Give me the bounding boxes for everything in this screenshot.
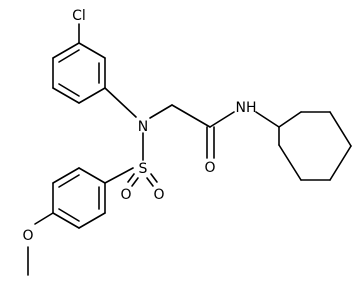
atom-amide-nh-label: NH bbox=[236, 100, 257, 116]
chlorophenyl-ring bbox=[52, 42, 106, 104]
n-ch2-bond bbox=[149, 104, 173, 119]
atom-sulfonyl-oxygen-left-label: O bbox=[120, 187, 131, 203]
atom-methoxy-oxygen-label: O bbox=[22, 228, 33, 244]
nh-cyclohexyl-bond bbox=[255, 111, 280, 128]
atom-chlorine-label: Cl bbox=[72, 8, 86, 24]
s-aryl-bond bbox=[104, 167, 134, 184]
s-o-right-bond-2 bbox=[146, 177, 154, 187]
aryl-n-bond bbox=[104, 87, 137, 118]
s-o-right-bond-1 bbox=[150, 173, 158, 183]
aryl-o-methoxy-bond bbox=[34, 212, 54, 225]
s-o-left-bond-1 bbox=[127, 173, 135, 183]
ch2-co-bond bbox=[171, 104, 211, 128]
co-nh-bond bbox=[209, 111, 235, 128]
cyclohexyl-ring bbox=[278, 111, 352, 181]
atom-carbonyl-oxygen-label: O bbox=[204, 160, 215, 176]
atom-sulfonyl-oxygen-right-label: O bbox=[153, 187, 164, 203]
atom-sulfur-label: S bbox=[139, 161, 148, 177]
s-o-left-bond-2 bbox=[131, 177, 139, 187]
atom-sulfonamide-nitrogen-label: N bbox=[138, 119, 148, 135]
methoxyphenyl-ring bbox=[52, 167, 106, 229]
